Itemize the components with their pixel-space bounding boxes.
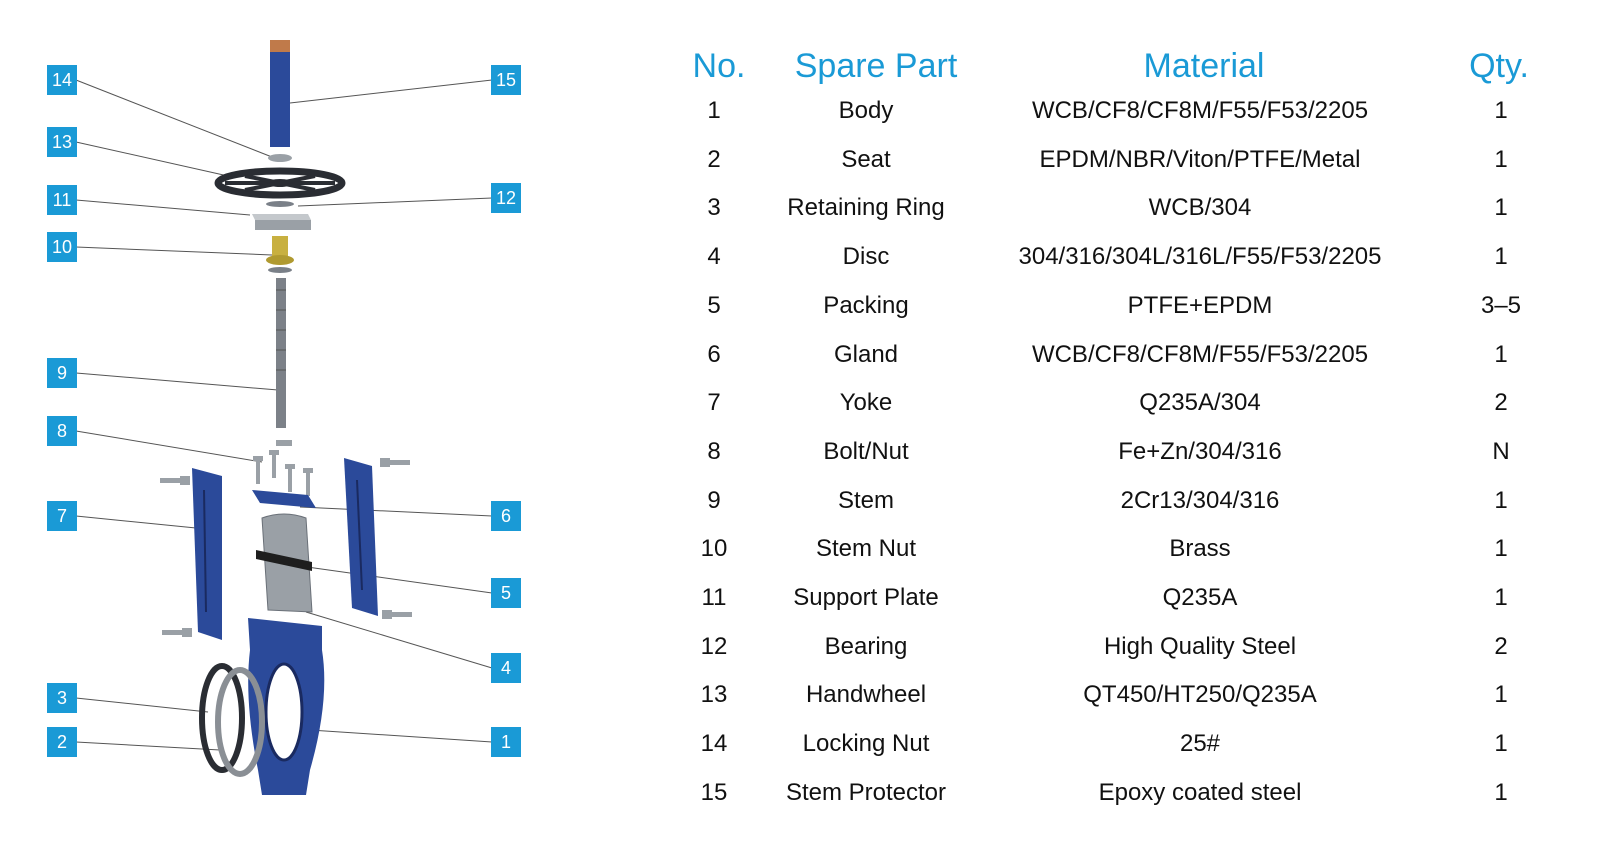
packing bbox=[256, 550, 312, 571]
row-qty: 1 bbox=[1494, 681, 1508, 709]
callout-1: 1 bbox=[491, 727, 521, 757]
row-no: 4 bbox=[707, 243, 721, 271]
valve-drawing bbox=[75, 40, 493, 795]
yoke bbox=[192, 458, 378, 640]
row-qty: N bbox=[1492, 437, 1510, 465]
callout-3: 3 bbox=[47, 683, 77, 713]
row-no: 12 bbox=[700, 632, 728, 660]
callout-4: 4 bbox=[491, 653, 521, 683]
callout-2: 2 bbox=[47, 727, 77, 757]
stem-nut bbox=[266, 236, 294, 273]
row-spare-part: Stem bbox=[837, 486, 895, 514]
row-spare-part: Locking Nut bbox=[802, 730, 930, 758]
row-qty: 2 bbox=[1494, 632, 1508, 660]
handwheel bbox=[214, 167, 346, 199]
callout-5: 5 bbox=[491, 578, 521, 608]
row-qty: 1 bbox=[1494, 97, 1508, 124]
row-no: 7 bbox=[707, 389, 721, 417]
row-spare-part: Bolt/Nut bbox=[823, 437, 909, 465]
row-no: 6 bbox=[707, 340, 721, 368]
callout-15: 15 bbox=[491, 65, 521, 95]
row-spare-part: Yoke bbox=[839, 389, 893, 417]
row-qty: 1 bbox=[1494, 584, 1508, 611]
row-spare-part: Body bbox=[838, 97, 894, 124]
stem-protector bbox=[270, 40, 290, 147]
header-no: No. bbox=[692, 47, 746, 85]
callout-12: 12 bbox=[491, 183, 521, 213]
gland bbox=[252, 490, 316, 508]
row-spare-part: Gland bbox=[833, 340, 899, 368]
callout-11: 11 bbox=[47, 185, 77, 215]
row-material: WCB/CF8/CF8M/F55/F53/2205 bbox=[1031, 340, 1369, 368]
row-material: 25# bbox=[1179, 730, 1221, 758]
row-spare-part: Seat bbox=[841, 145, 891, 173]
row-material: Brass bbox=[1169, 535, 1231, 563]
callout-9: 9 bbox=[47, 358, 77, 388]
row-material: EPDM/NBR/Viton/PTFE/Metal bbox=[1039, 145, 1361, 173]
stem bbox=[276, 278, 286, 428]
row-spare-part: Stem Nut bbox=[815, 535, 917, 563]
callout-6: 6 bbox=[491, 501, 521, 531]
row-material: Q235A/304 bbox=[1139, 389, 1261, 417]
row-no: 14 bbox=[700, 730, 728, 758]
bolts-nuts bbox=[160, 440, 412, 637]
row-spare-part: Support Plate bbox=[793, 584, 939, 611]
row-qty: 1 bbox=[1494, 145, 1508, 173]
row-qty: 1 bbox=[1494, 194, 1508, 222]
callout-14: 14 bbox=[47, 65, 77, 95]
row-spare-part: Retaining Ring bbox=[787, 194, 945, 222]
row-qty: 1 bbox=[1494, 340, 1508, 368]
row-material: High Quality Steel bbox=[1103, 632, 1297, 660]
row-spare-part: Stem Protector bbox=[785, 778, 947, 806]
row-spare-part: Disc bbox=[842, 243, 890, 271]
callout-13: 13 bbox=[47, 127, 77, 157]
row-material: Q235A bbox=[1162, 584, 1238, 611]
header-spare-part: Spare Part bbox=[794, 47, 958, 85]
row-material: Fe+Zn/304/316 bbox=[1118, 437, 1282, 465]
leader-lines bbox=[75, 79, 493, 751]
row-no: 15 bbox=[700, 778, 728, 806]
locking-nut bbox=[268, 154, 292, 162]
row-qty: 1 bbox=[1494, 486, 1508, 514]
row-no: 2 bbox=[707, 145, 721, 173]
row-qty: 1 bbox=[1494, 730, 1508, 758]
valve-body bbox=[248, 618, 325, 795]
row-no: 1 bbox=[707, 97, 721, 124]
row-spare-part: Handwheel bbox=[805, 681, 927, 709]
header-qty: Qty. bbox=[1469, 47, 1529, 85]
row-spare-part: Packing bbox=[823, 291, 909, 319]
row-no: 10 bbox=[700, 535, 728, 563]
row-no: 5 bbox=[707, 291, 721, 319]
row-qty: 3–5 bbox=[1480, 291, 1522, 319]
row-no: 13 bbox=[700, 681, 728, 709]
row-no: 9 bbox=[707, 486, 721, 514]
row-qty: 1 bbox=[1494, 535, 1508, 563]
row-no: 3 bbox=[707, 194, 721, 222]
row-spare-part: Bearing bbox=[824, 632, 908, 660]
callout-7: 7 bbox=[47, 501, 77, 531]
support-plate bbox=[252, 214, 311, 230]
seat bbox=[215, 667, 265, 777]
row-material: 2Cr13/304/316 bbox=[1120, 486, 1280, 514]
row-material: Epoxy coated steel bbox=[1098, 778, 1302, 806]
row-no: 8 bbox=[707, 437, 721, 465]
retaining-ring bbox=[199, 663, 245, 773]
row-material: WCB/CF8/CF8M/F55/F53/2205 bbox=[1031, 97, 1369, 124]
row-qty: 1 bbox=[1494, 243, 1508, 271]
row-material: PTFE+EPDM bbox=[1127, 291, 1273, 319]
header-material: Material bbox=[1143, 47, 1265, 85]
row-qty: 2 bbox=[1494, 389, 1508, 417]
exploded-valve-diagram: 14 15 13 11 12 10 9 8 7 6 5 4 3 2 1 bbox=[0, 0, 600, 854]
row-material: QT450/HT250/Q235A bbox=[1083, 681, 1317, 709]
callout-10: 10 bbox=[47, 232, 77, 262]
bearing bbox=[266, 201, 294, 207]
row-material: 304/316/304L/316L/F55/F53/2205 bbox=[1018, 243, 1382, 271]
row-qty: 1 bbox=[1494, 778, 1508, 806]
row-no: 11 bbox=[701, 584, 727, 611]
callout-8: 8 bbox=[47, 416, 77, 446]
row-material: WCB/304 bbox=[1148, 194, 1252, 222]
